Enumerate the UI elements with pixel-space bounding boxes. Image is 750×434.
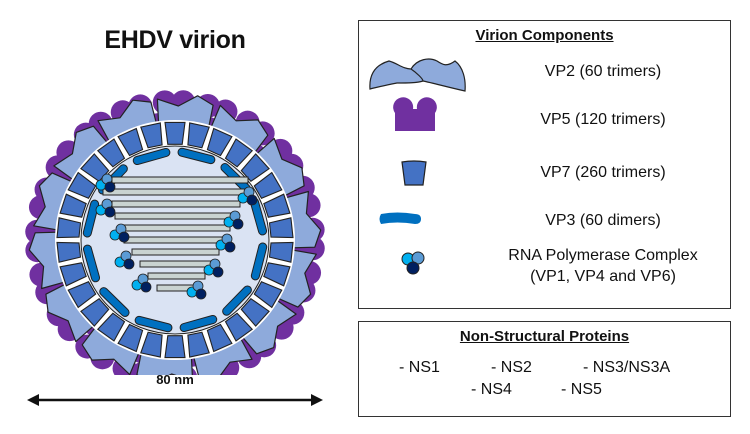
vp7-trimer xyxy=(117,323,144,353)
legend-item-vp7: VP7 (260 trimers) xyxy=(359,159,730,195)
dsrna-segments xyxy=(102,176,249,292)
dsrna-segment xyxy=(147,272,206,280)
ns-item-ns2: - NS2 xyxy=(491,359,532,376)
vp7-trimer xyxy=(253,281,283,309)
vp7-trimer xyxy=(240,297,270,327)
vp7-trimer xyxy=(140,331,163,358)
vp7-trimer xyxy=(224,138,254,168)
dsrna-segment xyxy=(139,260,213,268)
dsrna-segment xyxy=(119,224,231,232)
legend-label-vp2: VP2 (60 trimers) xyxy=(544,63,662,80)
vp3-subcore-layer xyxy=(82,147,268,333)
ns-item-ns4: - NS4 xyxy=(471,381,512,398)
vp6-subunit xyxy=(118,231,130,243)
arrowhead-left xyxy=(27,394,39,406)
vp2-icon xyxy=(369,58,466,92)
vp3-dimer xyxy=(135,316,172,332)
legend-label-vp3: VP3 (60 dimers) xyxy=(545,212,661,229)
dsrna-segment xyxy=(102,188,246,196)
vp6-subunit xyxy=(104,206,116,218)
vp6-subunit xyxy=(224,241,236,253)
vp7-trimer xyxy=(187,331,210,358)
legend-item-vp5: VP5 (120 trimers) xyxy=(359,97,730,137)
vp6-subunit xyxy=(406,261,420,275)
dsrna-segment xyxy=(111,176,249,184)
vp7-trimer xyxy=(268,241,294,263)
dsrna-segment xyxy=(123,236,227,244)
nonstructural-proteins-box: Non-Structural Proteins - NS1 - NS2 - NS… xyxy=(358,321,731,417)
dsrna-segment xyxy=(131,248,220,256)
arrowhead-right xyxy=(311,394,323,406)
nonstructural-title: Non-Structural Proteins xyxy=(459,328,630,345)
legend-label-vp7: VP7 (260 trimers) xyxy=(540,164,666,181)
vp7-trimer xyxy=(224,312,254,342)
vp7-trimer xyxy=(117,127,144,157)
vp7-trimer xyxy=(164,121,186,145)
vp3-dimer xyxy=(100,288,129,316)
vp3-dimer xyxy=(178,148,215,164)
vp7-icon xyxy=(401,160,427,186)
legend-label-polymerase-subunits: (VP1, VP4 and VP6) xyxy=(530,268,676,285)
vp7-trimer xyxy=(56,241,82,263)
components-title: Virion Components xyxy=(475,27,614,44)
vp6-subunit xyxy=(212,266,224,278)
vp6-subunit xyxy=(104,181,116,193)
vp3-dimer xyxy=(251,243,267,280)
vp6-subunit xyxy=(140,281,152,293)
vp7-trimer xyxy=(206,127,233,157)
vp7-trimer xyxy=(80,297,110,327)
legend-label-polymerase: RNA Polymerase Complex xyxy=(508,247,698,264)
vp7-trimer xyxy=(164,335,186,359)
vp6-subunit xyxy=(195,288,207,300)
vp3-dimer xyxy=(223,286,251,315)
legend-item-vp3: VP3 (60 dimers) xyxy=(359,207,730,243)
vp7-trimer xyxy=(206,323,233,353)
vp7-trimer xyxy=(140,122,163,149)
ns-item-ns1: - NS1 xyxy=(399,359,440,376)
vp7-trimer xyxy=(67,281,97,309)
dsrna-segment xyxy=(111,200,241,208)
virion-components-box: Virion Components VP2 (60 trimers) VP5 (… xyxy=(358,20,731,309)
vp3-icon xyxy=(379,212,421,224)
vp7-trimer xyxy=(263,193,291,218)
legend-item-vp2: VP2 (60 trimers) xyxy=(359,53,730,92)
vp7-trimer xyxy=(67,171,97,199)
legend-label-vp5: VP5 (120 trimers) xyxy=(540,111,666,128)
vp3-dimer xyxy=(83,245,100,282)
scale-label: 80 nm xyxy=(156,372,194,387)
vp7-trimer xyxy=(263,262,291,287)
vp6-subunit xyxy=(246,194,258,206)
vp7-trimer xyxy=(56,217,82,239)
scale-arrow xyxy=(27,394,323,406)
polymerase-complexes xyxy=(95,173,258,300)
vp7-trimer xyxy=(96,312,126,342)
dsrna-segment xyxy=(114,212,237,220)
figure-title: EHDV virion xyxy=(104,26,246,54)
polymerase-complex-icon xyxy=(401,251,425,275)
vp5-icon xyxy=(393,97,437,131)
vp3-dimer xyxy=(180,315,217,332)
vp7-trimer xyxy=(59,193,87,218)
virion-diagram xyxy=(25,90,325,375)
ns-item-ns3: - NS3/NS3A xyxy=(583,359,671,376)
vp7-trimer xyxy=(96,138,126,168)
vp3-dimer xyxy=(133,148,170,165)
vp6-subunit xyxy=(123,258,135,270)
vp7-trimer xyxy=(187,122,210,149)
vp7-trimer xyxy=(59,262,87,287)
vp7-trimer xyxy=(268,217,294,239)
vp7-trimer xyxy=(253,171,283,199)
ns-item-ns5: - NS5 xyxy=(561,381,602,398)
vp3-dimer xyxy=(250,198,267,235)
legend-item-polymerase: RNA Polymerase Complex (VP1, VP4 and VP6… xyxy=(359,246,730,296)
vp6-subunit xyxy=(232,218,244,230)
vp3-dimer xyxy=(83,200,99,237)
